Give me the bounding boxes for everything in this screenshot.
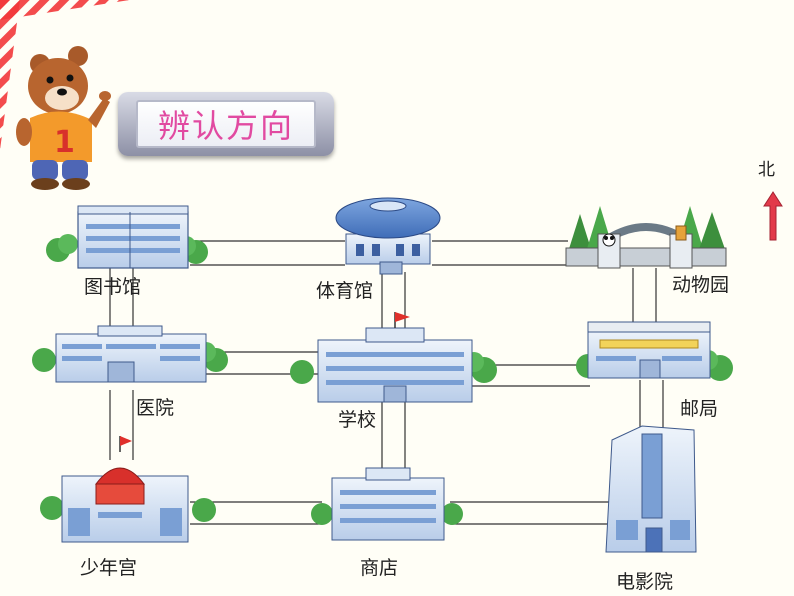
label-stadium: 体育馆: [316, 280, 374, 302]
stadium-building: [335, 197, 441, 275]
shop-building: [311, 467, 463, 541]
north-arrow-icon: [763, 191, 783, 241]
library-building: [46, 205, 208, 269]
label-school: 学校: [338, 409, 377, 431]
roads: [109, 240, 664, 525]
corner-stripes: [0, 0, 130, 150]
title-banner: 辨认方向: [118, 92, 334, 156]
zoo-building: [565, 206, 727, 269]
school-building: [290, 312, 497, 403]
label-shop: 商店: [360, 557, 399, 579]
label-hospital: 医院: [136, 397, 175, 419]
page-title: 辨认方向: [136, 100, 316, 148]
post-office-building: [576, 321, 733, 381]
label-post-office: 邮局: [680, 398, 719, 420]
label-cinema: 电影院: [616, 571, 674, 593]
youth-palace-building: [40, 436, 216, 543]
hospital-building: [32, 325, 228, 383]
cinema-building: [605, 425, 697, 553]
bear-mascot: 1: [16, 46, 111, 190]
north-label: 北: [758, 160, 775, 180]
label-library: 图书馆: [84, 276, 142, 298]
svg-text:1: 1: [54, 125, 75, 160]
label-youth-palace: 少年宫: [80, 557, 138, 579]
label-zoo: 动物园: [672, 274, 730, 296]
